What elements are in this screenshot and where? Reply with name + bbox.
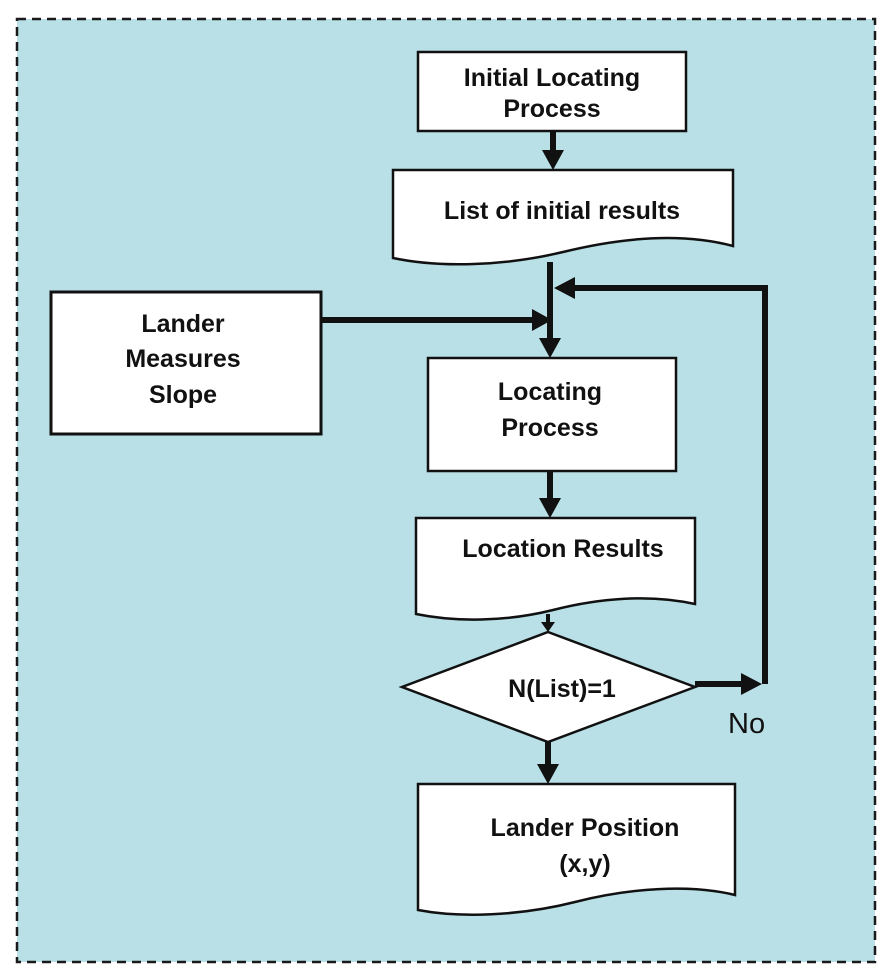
edge-list-to-locating-process — [539, 262, 561, 358]
node-lander-measures-slope: Lander Measures Slope — [49, 290, 323, 436]
edge-decision-no-loop — [554, 277, 768, 695]
node-lander-position-line2: (x,y) — [559, 850, 610, 878]
node-lander-measures-slope-line2: Measures — [125, 345, 240, 373]
node-locating-process-line1: Locating — [498, 378, 602, 406]
edge-label-no: No — [728, 708, 765, 740]
edge-slope-to-main — [321, 309, 552, 331]
node-list-of-initial-results-label: List of initial results — [444, 197, 680, 225]
node-location-results-label: Location Results — [462, 535, 663, 563]
node-decision-label: N(List)=1 — [508, 675, 616, 703]
node-lander-measures-slope-line1: Lander — [141, 310, 225, 338]
node-initial-locating-process: Initial Locating Process — [416, 50, 688, 133]
node-lander-position-line1: Lander Position — [491, 814, 680, 842]
edge-results-to-decision — [541, 614, 555, 632]
edge-decision-to-position — [537, 742, 559, 784]
node-locating-process: Locating Process — [426, 356, 678, 473]
node-list-of-initial-results: List of initial results — [391, 168, 735, 266]
node-locating-process-line2: Process — [501, 414, 598, 442]
node-initial-locating-process-line1: Initial Locating — [464, 64, 640, 92]
node-initial-locating-process-line2: Process — [503, 95, 600, 123]
node-lander-position: Lander Position (x,y) — [416, 782, 737, 916]
node-location-results: Location Results — [414, 516, 697, 621]
edge-locating-to-results — [539, 471, 561, 518]
node-lander-measures-slope-line3: Slope — [149, 381, 217, 409]
edge-initial-to-list — [542, 131, 564, 170]
